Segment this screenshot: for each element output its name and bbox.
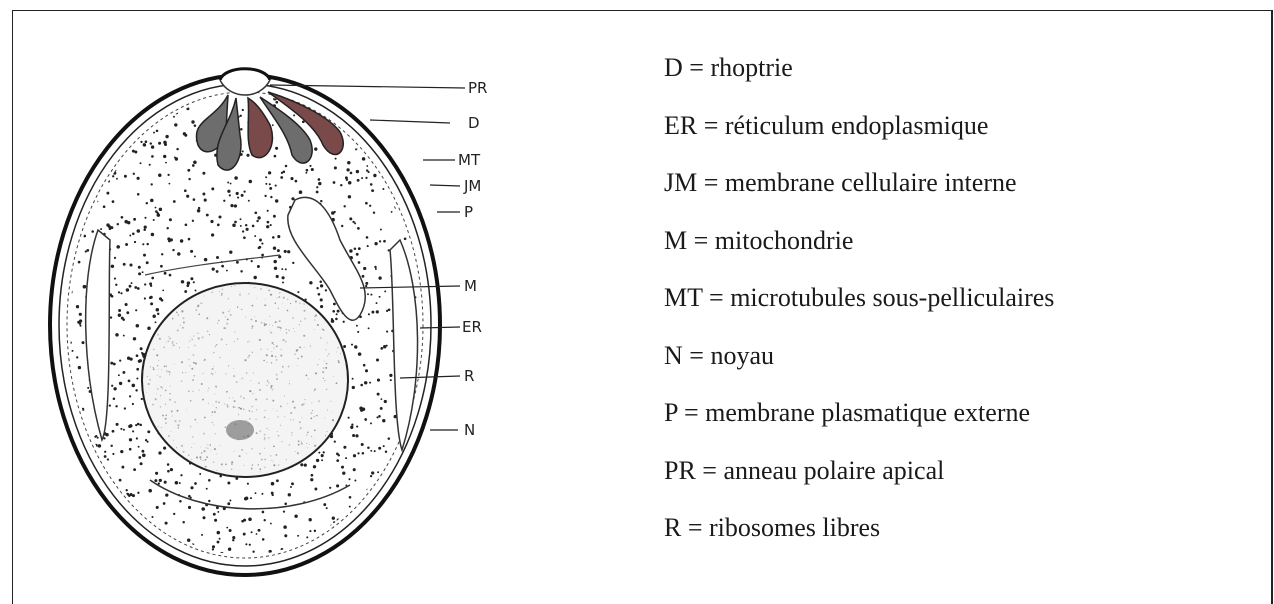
legend-item-pr: PR = anneau polaire apical <box>664 449 1054 507</box>
callout-er: ER <box>462 318 482 336</box>
legend-item-m: M = mitochondrie <box>664 219 1054 277</box>
callout-line-er <box>420 327 460 328</box>
legend-item-jm: JM = membrane cellulaire interne <box>664 161 1054 219</box>
callout-n: N <box>464 421 475 439</box>
cell-diagram: PR D MT JM P M ER R N <box>40 40 520 580</box>
nucleolus <box>226 420 254 440</box>
legend-item-er: ER = réticulum endoplasmique <box>664 104 1054 162</box>
legend-item-mt: MT = microtubules sous-pelliculaires <box>664 276 1054 334</box>
legend-item-p: P = membrane plasmatique externe <box>664 391 1054 449</box>
er-fold-left <box>86 230 110 440</box>
er-fold-bottom <box>150 480 350 509</box>
callout-jm: JM <box>463 177 481 195</box>
nucleus <box>142 283 348 477</box>
callout-pr: PR <box>468 79 487 97</box>
callout-line-d <box>370 120 450 123</box>
legend-item-n: N = noyau <box>664 334 1054 392</box>
cell-illustration: PR D MT JM P M ER R N <box>40 40 520 580</box>
legend-item-r: R = ribosomes libres <box>664 506 1054 564</box>
er-fold-right <box>390 240 418 450</box>
rhoptries <box>196 92 343 170</box>
legend-item-d: D = rhoptrie <box>664 46 1054 104</box>
callout-m: M <box>464 277 477 295</box>
callout-line-jm <box>430 185 460 186</box>
callout-r: R <box>464 367 474 385</box>
callout-p: P <box>464 203 473 221</box>
legend-list: D = rhoptrie ER = réticulum endoplasmiqu… <box>664 46 1054 564</box>
callout-d: D <box>468 114 480 132</box>
polar-ring <box>220 69 270 80</box>
callout-mt: MT <box>458 151 481 169</box>
